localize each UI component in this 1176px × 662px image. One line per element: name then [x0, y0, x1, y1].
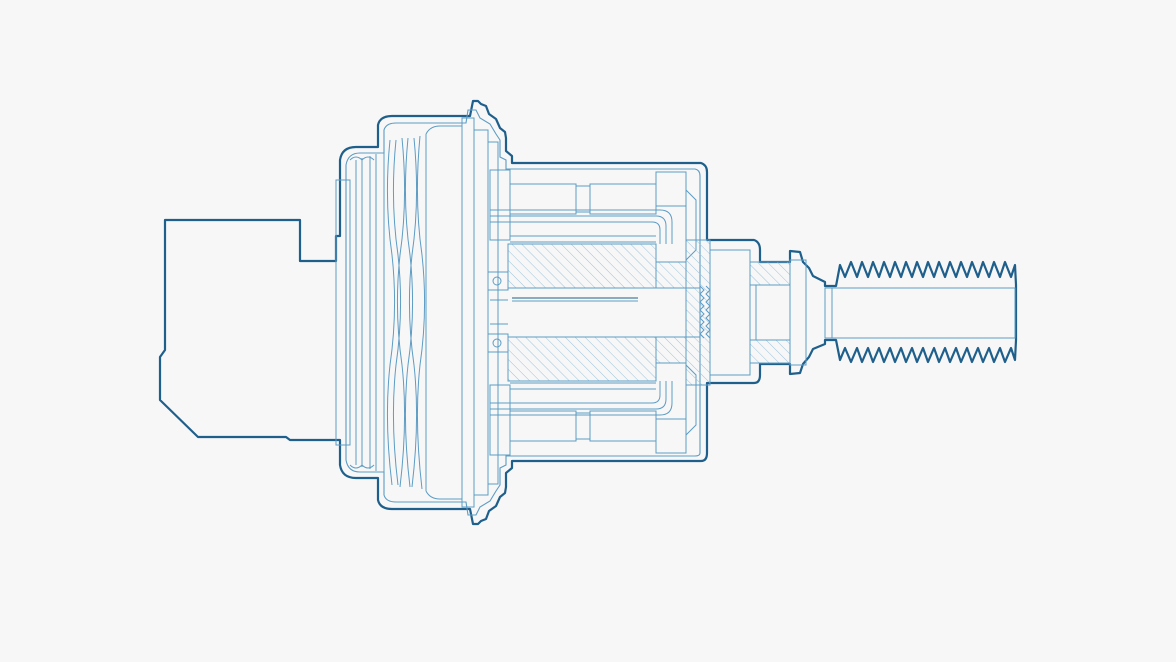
center-bearing — [487, 271, 509, 353]
lower-spring-pack — [489, 363, 697, 456]
upper-spring-pack — [489, 169, 697, 262]
pressure-plate — [425, 117, 499, 508]
housing-inner-contour — [345, 109, 701, 516]
hatched-hub — [507, 239, 711, 386]
output-spline-shaft — [824, 287, 1016, 339]
flange-ribs — [335, 148, 385, 477]
friction-plate-stack — [386, 134, 427, 491]
housing-outline — [158, 99, 1018, 526]
main-shaft — [508, 249, 807, 376]
